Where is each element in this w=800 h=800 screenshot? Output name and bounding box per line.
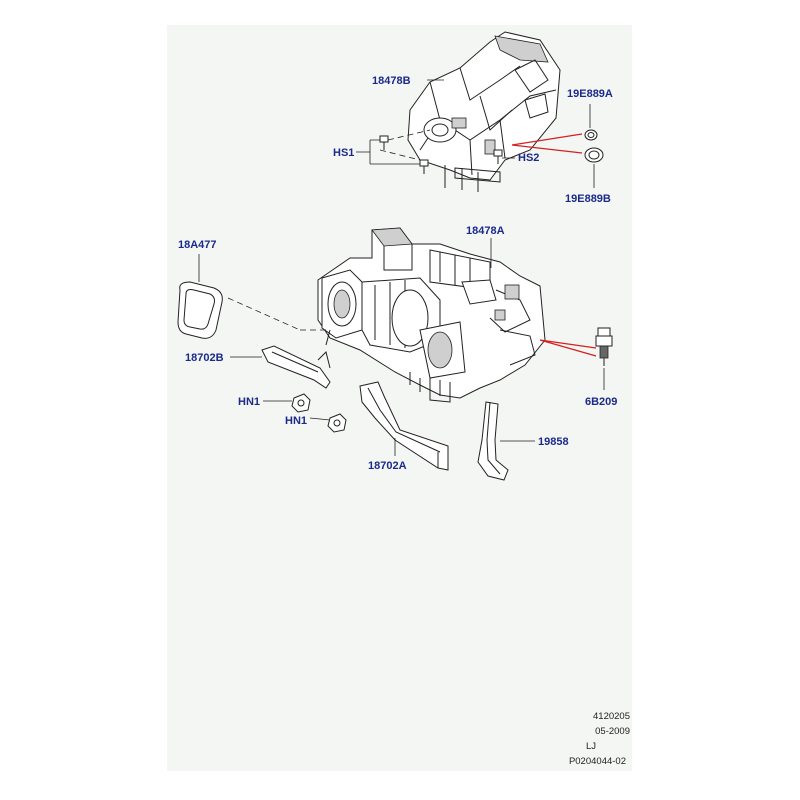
callout-19E889A: 19E889A bbox=[567, 88, 613, 100]
part-18702B-bracket bbox=[261, 345, 331, 389]
highlight-lines-upper bbox=[511, 133, 583, 154]
part-HN1-nut-a bbox=[291, 393, 311, 413]
dashed-guide bbox=[379, 149, 421, 161]
footer-reference: P0204044-02 bbox=[568, 756, 626, 767]
part-6B209-sensor bbox=[595, 327, 613, 366]
part-18702A-duct bbox=[359, 381, 449, 471]
part-19E889B-seal bbox=[584, 147, 604, 163]
callout-19E889B: 19E889B bbox=[565, 193, 611, 205]
part-19858-hose bbox=[477, 401, 509, 481]
callout-18478A: 18478A bbox=[466, 225, 505, 237]
part-HS1-screws bbox=[379, 135, 429, 174]
callout-18A477: 18A477 bbox=[178, 239, 217, 251]
footer-code: 4120205 bbox=[593, 711, 630, 722]
footer-date: 05-2009 bbox=[595, 726, 630, 737]
part-HN1-nut-b bbox=[327, 413, 347, 433]
callout-HN1-a: HN1 bbox=[238, 396, 260, 408]
callout-HS2: HS2 bbox=[518, 152, 539, 164]
callout-HN1-b: HN1 bbox=[285, 415, 307, 427]
callout-HS1: HS1 bbox=[333, 147, 354, 159]
callout-19858: 19858 bbox=[538, 436, 569, 448]
part-18A477-gasket bbox=[177, 281, 223, 339]
leader-lines bbox=[198, 79, 605, 456]
dashed-guide bbox=[387, 129, 431, 141]
part-18478A-heater-unit bbox=[317, 227, 546, 403]
callout-18702A: 18702A bbox=[368, 460, 407, 472]
callout-6B209: 6B209 bbox=[585, 396, 617, 408]
part-19E889A-seal bbox=[584, 129, 598, 141]
callout-18702B: 18702B bbox=[185, 352, 224, 364]
dashed-guide bbox=[227, 297, 330, 331]
callout-18478B: 18478B bbox=[372, 75, 411, 87]
part-HS2-screw bbox=[493, 149, 503, 164]
footer-initials: LJ bbox=[585, 741, 596, 752]
highlight-lines-lower bbox=[539, 339, 597, 357]
part-18478B-upper-housing bbox=[407, 31, 561, 192]
